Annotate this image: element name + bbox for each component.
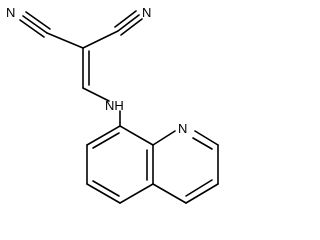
bond-nitrile-left-1: [22, 15, 48, 34]
bond-c8-c7: [86, 125, 121, 146]
bond-nitrile-right-1: [117, 14, 140, 32]
bond-c8a-c8: [119, 125, 154, 146]
bond-c8a-n1: [152, 130, 176, 146]
atom-nh-amine: NH: [105, 98, 124, 113]
molecule-diagram: N N NH N: [6, 5, 219, 204]
atom-n-nitrile-right: N: [142, 5, 151, 20]
bond-c-cn-left: [46, 32, 84, 49]
atom-n-quinoline: N: [178, 121, 187, 136]
bond-c8-c7-inner: [92, 132, 120, 149]
quinoline-pyridine-ring: [152, 130, 219, 204]
bond-c4-c4a: [152, 183, 187, 204]
bond-n1-c2-inner: [192, 137, 213, 150]
bond-c-cn-right: [82, 30, 119, 49]
bond-nitrile-right-2: [114, 10, 137, 28]
bond-nitrile-left-3: [25, 11, 51, 30]
nitrile-right: [82, 10, 143, 49]
atom-n-nitrile-left: N: [6, 5, 15, 20]
bond-nitrile-right-3: [120, 18, 143, 36]
bond-ch-nh: [82, 87, 110, 102]
quinoline-benzo-ring: [86, 125, 154, 204]
bond-n1-c2: [194, 130, 219, 146]
bond-nitrile-left-2: [19, 19, 45, 38]
bond-c6-c5: [86, 183, 121, 204]
bond-c5-c4a: [119, 183, 154, 204]
alkene: [82, 47, 90, 89]
bond-c3-c4: [185, 183, 219, 204]
bond-c3-c4-inner: [185, 179, 213, 197]
bond-c6-c5-inner: [92, 180, 120, 197]
nitrile-left: [19, 11, 84, 49]
